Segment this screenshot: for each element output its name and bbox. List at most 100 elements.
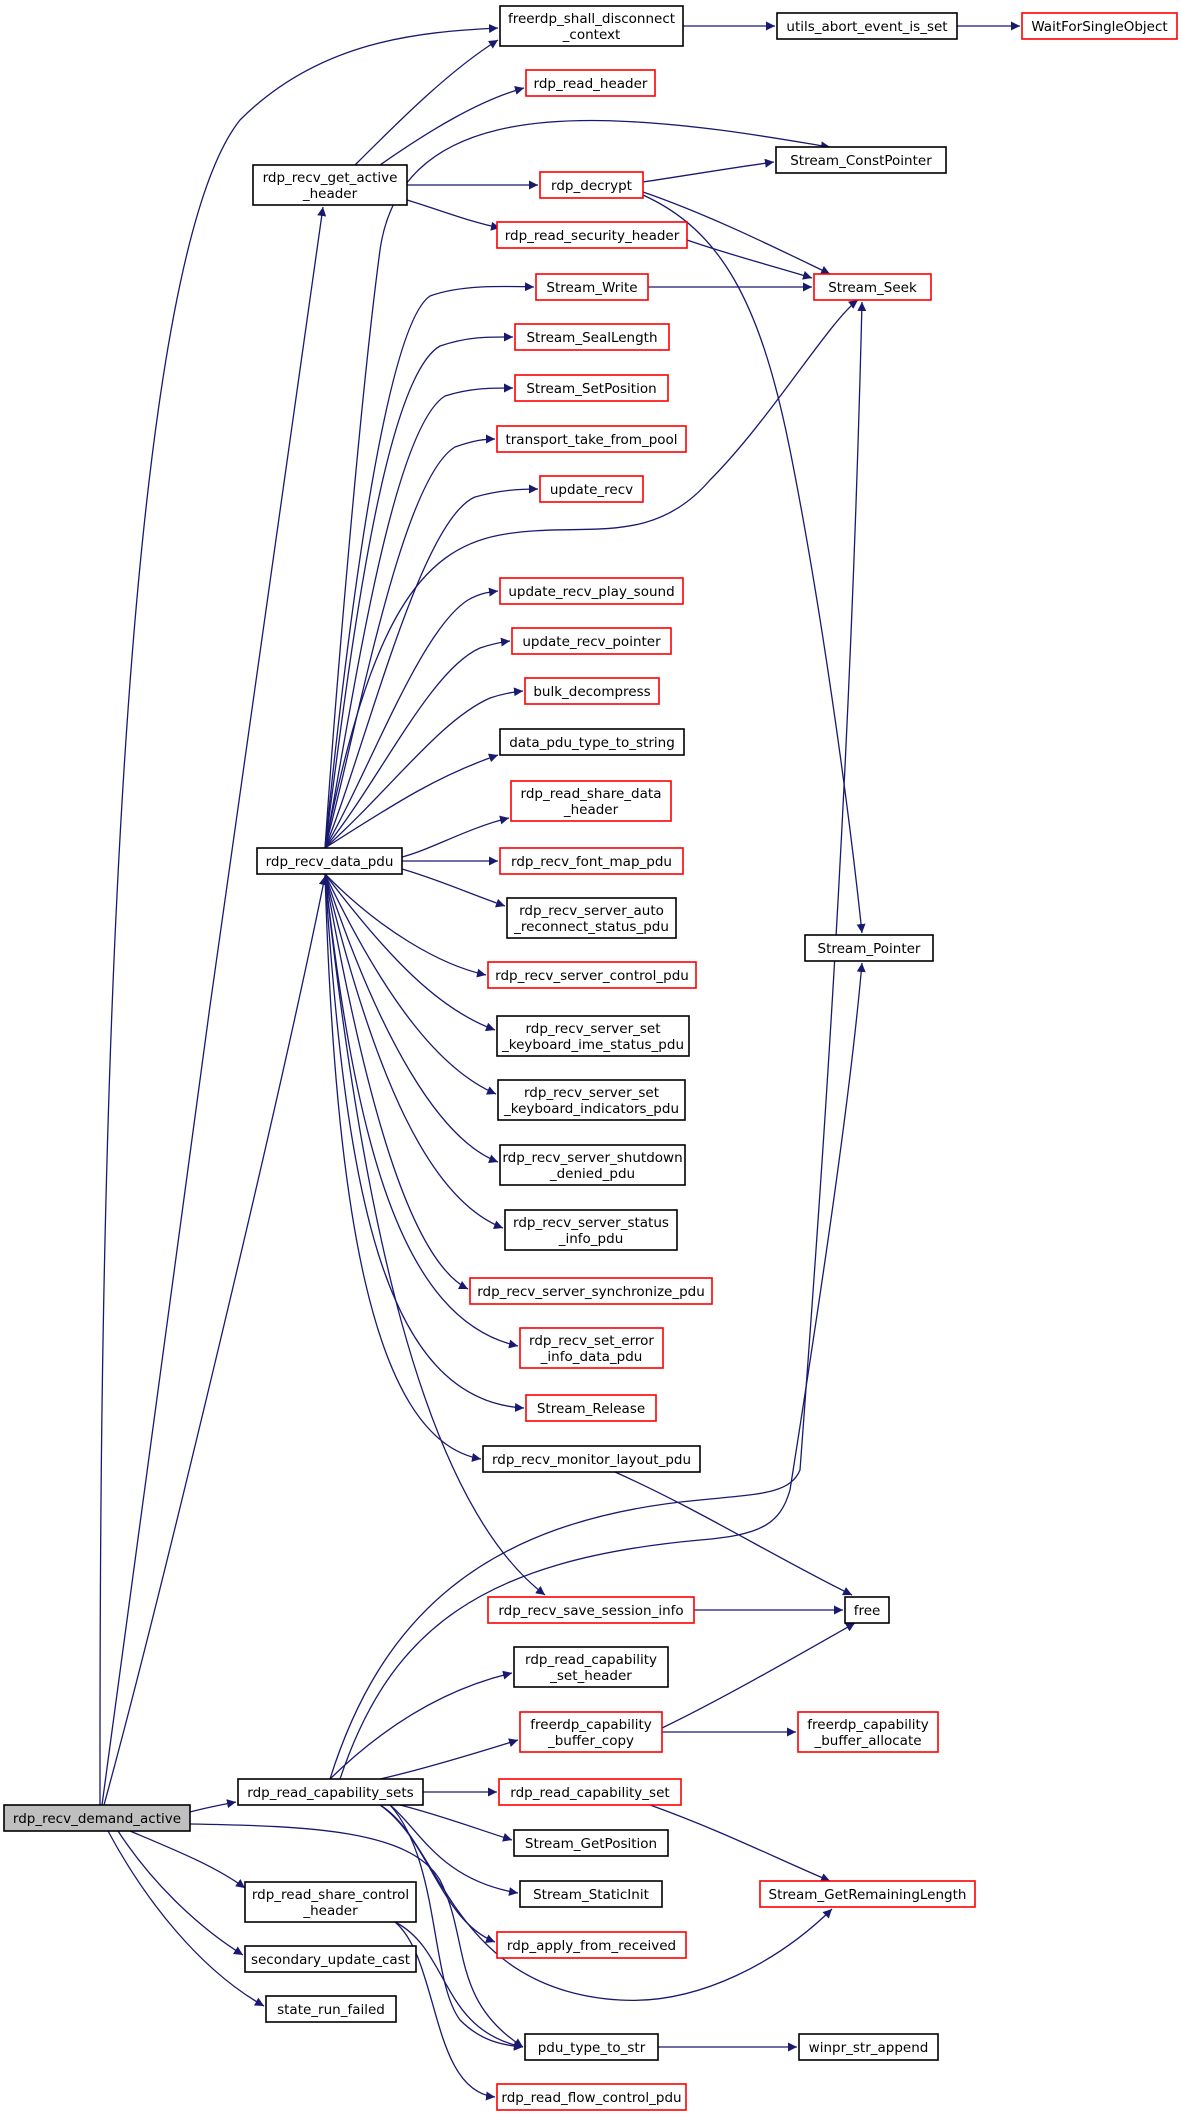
node-box[interactable] bbox=[539, 475, 644, 503]
node-box[interactable] bbox=[506, 897, 677, 939]
graph-node-control[interactable]: rdp_recv_server_control_pdu bbox=[487, 961, 697, 989]
node-box[interactable] bbox=[469, 1277, 713, 1305]
node-box[interactable] bbox=[797, 1711, 939, 1753]
node-box[interactable] bbox=[498, 1778, 682, 1806]
node-box[interactable] bbox=[237, 1778, 424, 1806]
graph-node-pdu-type-str[interactable]: data_pdu_type_to_string bbox=[499, 728, 685, 756]
graph-node-sync[interactable]: rdp_recv_server_synchronize_pdu bbox=[469, 1277, 713, 1305]
node-box[interactable] bbox=[496, 425, 687, 453]
node-box[interactable] bbox=[496, 221, 688, 249]
graph-node-seek[interactable]: Stream_Seek bbox=[813, 273, 932, 301]
graph-node-str-append[interactable]: winpr_str_append bbox=[798, 2033, 939, 2061]
graph-node-abort[interactable]: utils_abort_event_is_set bbox=[776, 12, 958, 40]
node-box[interactable] bbox=[1021, 12, 1178, 40]
graph-node-auto-reconnect[interactable]: rdp_recv_server_auto_reconnect_status_pd… bbox=[506, 897, 677, 939]
graph-node-free[interactable]: free bbox=[844, 1596, 890, 1624]
node-box[interactable] bbox=[265, 1995, 397, 2023]
node-box[interactable] bbox=[759, 1880, 976, 1908]
graph-node-write[interactable]: Stream_Write bbox=[535, 273, 649, 301]
node-box[interactable] bbox=[535, 273, 649, 301]
graph-node-static-init[interactable]: Stream_StaticInit bbox=[519, 1880, 663, 1908]
graph-node-share-ctrl[interactable]: rdp_read_share_control_header bbox=[244, 1881, 417, 1923]
node-box[interactable] bbox=[513, 1829, 669, 1857]
node-box[interactable] bbox=[525, 69, 656, 97]
node-box[interactable] bbox=[496, 1931, 687, 1959]
node-box[interactable] bbox=[499, 5, 684, 47]
graph-node-release[interactable]: Stream_Release bbox=[525, 1394, 657, 1422]
graph-node-font-map[interactable]: rdp_recv_font_map_pdu bbox=[499, 847, 684, 875]
graph-node-share-data[interactable]: rdp_read_share_data_header bbox=[510, 780, 672, 822]
node-box[interactable] bbox=[256, 847, 403, 875]
graph-node-read-cap-set[interactable]: rdp_read_capability_set bbox=[498, 1778, 682, 1806]
graph-node-upd-recv[interactable]: update_recv bbox=[539, 475, 644, 503]
graph-node-read-header[interactable]: rdp_read_header bbox=[525, 69, 656, 97]
node-box[interactable] bbox=[244, 1945, 417, 1973]
node-box[interactable] bbox=[775, 146, 947, 174]
graph-node-const-ptr[interactable]: Stream_ConstPointer bbox=[775, 146, 947, 174]
graph-node-pdu-to-str[interactable]: pdu_type_to_str bbox=[524, 2033, 659, 2061]
node-box[interactable] bbox=[487, 1596, 695, 1624]
graph-node-wfso[interactable]: WaitForSingleObject bbox=[1021, 12, 1178, 40]
node-box[interactable] bbox=[525, 1394, 657, 1422]
node-box[interactable] bbox=[511, 627, 672, 655]
graph-node-err-info[interactable]: rdp_recv_set_error_info_data_pdu bbox=[519, 1327, 664, 1369]
graph-node-pool[interactable]: transport_take_from_pool bbox=[496, 425, 687, 453]
graph-node-shall-disc[interactable]: freerdp_shall_disconnect_context bbox=[499, 5, 684, 47]
node-box[interactable] bbox=[798, 2033, 939, 2061]
graph-node-data-pdu[interactable]: rdp_recv_data_pdu bbox=[256, 847, 403, 875]
node-box[interactable] bbox=[487, 961, 697, 989]
node-box[interactable] bbox=[252, 164, 408, 206]
graph-node-flow-ctrl[interactable]: rdp_read_flow_control_pdu bbox=[496, 2083, 687, 2111]
node-box[interactable] bbox=[813, 273, 932, 301]
graph-node-play-sound[interactable]: update_recv_play_sound bbox=[499, 577, 684, 605]
graph-node-stream-ptr[interactable]: Stream_Pointer bbox=[804, 934, 934, 962]
node-box[interactable] bbox=[3, 1804, 191, 1832]
node-box[interactable] bbox=[244, 1881, 417, 1923]
graph-node-indicators[interactable]: rdp_recv_server_set_keyboard_indicators_… bbox=[497, 1079, 686, 1121]
node-box[interactable] bbox=[504, 1209, 678, 1251]
node-box[interactable] bbox=[496, 2083, 687, 2111]
node-box[interactable] bbox=[804, 934, 934, 962]
node-box[interactable] bbox=[497, 1079, 686, 1121]
graph-node-setpos[interactable]: Stream_SetPosition bbox=[514, 374, 669, 402]
node-box[interactable] bbox=[513, 1646, 669, 1688]
graph-node-recv-pointer[interactable]: update_recv_pointer bbox=[511, 627, 672, 655]
node-box[interactable] bbox=[519, 1711, 663, 1753]
graph-node-save-session[interactable]: rdp_recv_save_session_info bbox=[487, 1596, 695, 1624]
node-box[interactable] bbox=[499, 577, 684, 605]
node-box[interactable] bbox=[539, 171, 644, 199]
graph-node-getpos[interactable]: Stream_GetPosition bbox=[513, 1829, 669, 1857]
graph-node-status-info[interactable]: rdp_recv_server_status_info_pdu bbox=[504, 1209, 678, 1251]
graph-node-sec-update[interactable]: secondary_update_cast bbox=[244, 1945, 417, 1973]
node-box[interactable] bbox=[776, 12, 958, 40]
node-box[interactable] bbox=[524, 677, 660, 705]
graph-node-bulk[interactable]: bulk_decompress bbox=[524, 677, 660, 705]
node-box[interactable] bbox=[844, 1596, 890, 1624]
graph-node-apply[interactable]: rdp_apply_from_received bbox=[496, 1931, 687, 1959]
graph-node-shutdown[interactable]: rdp_recv_server_shutdown_denied_pdu bbox=[499, 1144, 686, 1186]
graph-node-sec-header[interactable]: rdp_read_security_header bbox=[496, 221, 688, 249]
node-box[interactable] bbox=[510, 780, 672, 822]
graph-node-root[interactable]: rdp_recv_demand_active bbox=[3, 1804, 191, 1832]
node-box[interactable] bbox=[499, 728, 685, 756]
node-box[interactable] bbox=[496, 1015, 690, 1057]
graph-node-ime[interactable]: rdp_recv_server_set_keyboard_ime_status_… bbox=[496, 1015, 690, 1057]
graph-node-monitor[interactable]: rdp_recv_monitor_layout_pdu bbox=[482, 1445, 701, 1473]
graph-node-remaining[interactable]: Stream_GetRemainingLength bbox=[759, 1880, 976, 1908]
node-box[interactable] bbox=[499, 1144, 686, 1186]
graph-node-cap-buf-alloc[interactable]: freerdp_capability_buffer_allocate bbox=[797, 1711, 939, 1753]
graph-node-get-active-header[interactable]: rdp_recv_get_active_header bbox=[252, 164, 408, 206]
node-box[interactable] bbox=[482, 1445, 701, 1473]
node-box[interactable] bbox=[519, 1327, 664, 1369]
graph-node-decrypt[interactable]: rdp_decrypt bbox=[539, 171, 644, 199]
graph-node-cap-set-header[interactable]: rdp_read_capability_set_header bbox=[513, 1646, 669, 1688]
graph-node-run-failed[interactable]: state_run_failed bbox=[265, 1995, 397, 2023]
node-box[interactable] bbox=[524, 2033, 659, 2061]
graph-node-cap-buf-copy[interactable]: freerdp_capability_buffer_copy bbox=[519, 1711, 663, 1753]
graph-node-read-cap-sets[interactable]: rdp_read_capability_sets bbox=[237, 1778, 424, 1806]
node-box[interactable] bbox=[499, 847, 684, 875]
graph-node-seal[interactable]: Stream_SealLength bbox=[514, 323, 670, 351]
node-box[interactable] bbox=[519, 1880, 663, 1908]
node-box[interactable] bbox=[514, 323, 670, 351]
node-box[interactable] bbox=[514, 374, 669, 402]
